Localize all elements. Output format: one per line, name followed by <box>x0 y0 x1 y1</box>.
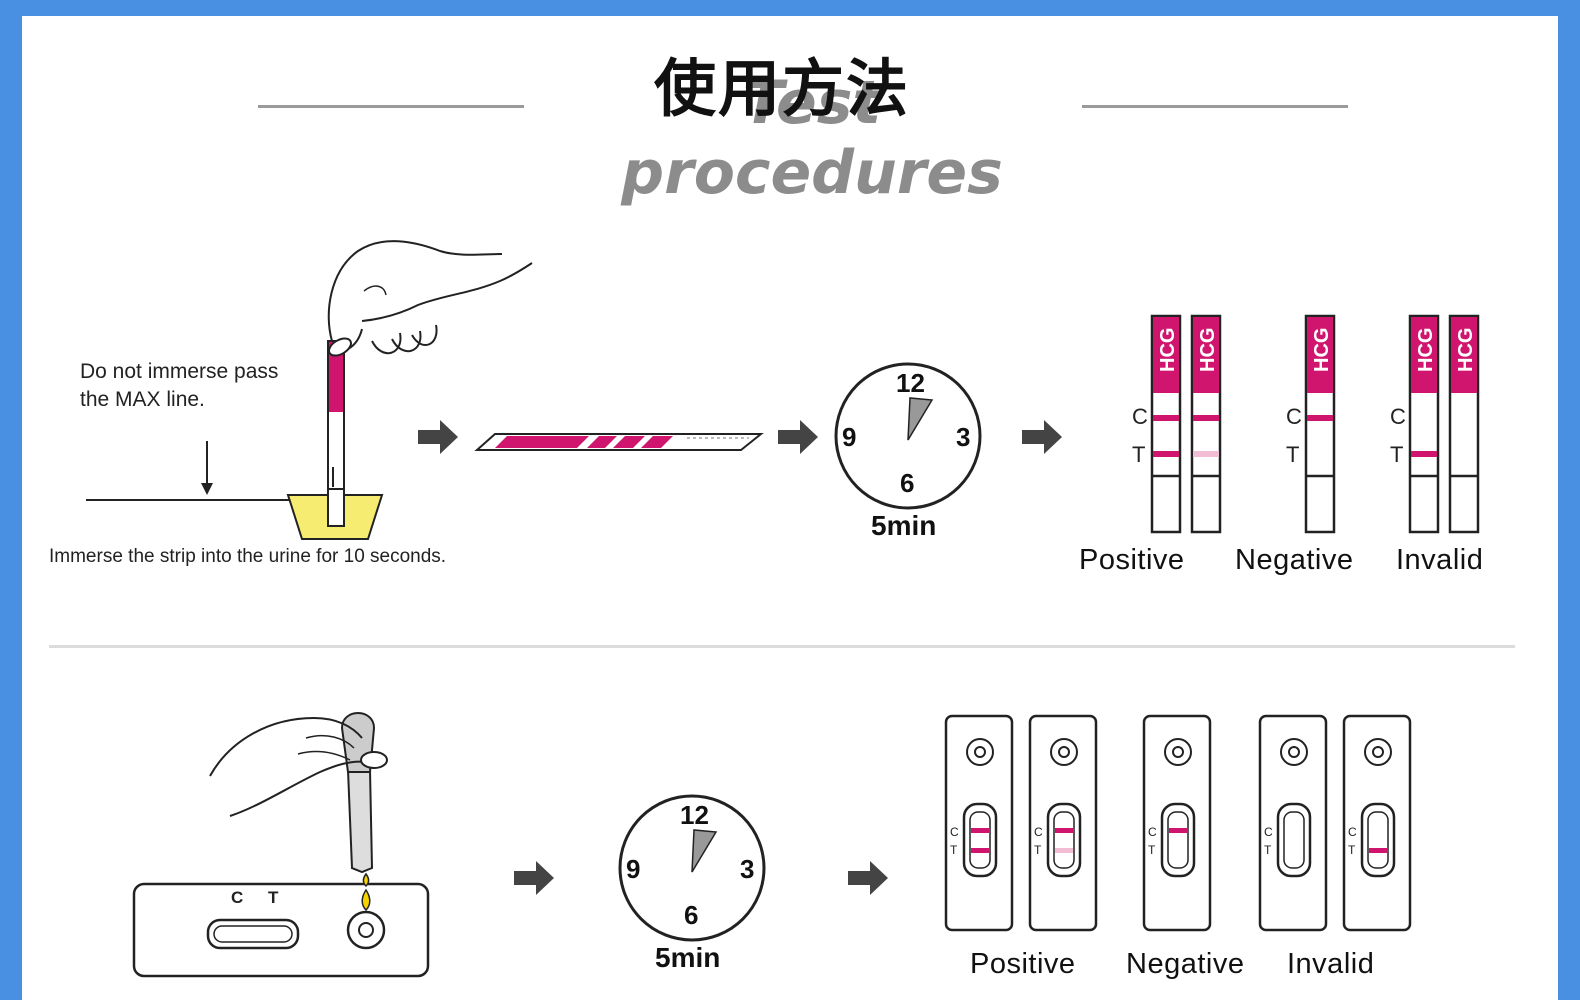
warning-note: Do not immerse pass the MAX line. <box>80 358 278 414</box>
clock-num-3: 3 <box>740 854 754 884</box>
result-label-invalid: Invalid <box>1287 948 1375 980</box>
clock-num-9: 9 <box>842 422 856 452</box>
cassette-invalid-1 <box>1258 714 1328 932</box>
cassette-positive-2 <box>1028 714 1098 932</box>
line-label-t: T <box>1286 442 1300 467</box>
result-label-negative: Negative <box>1235 544 1354 576</box>
dip-strip-illustration <box>86 240 533 540</box>
strip-label-hcg: HCG <box>1455 328 1477 372</box>
dropper-cassette-illustration <box>132 712 430 978</box>
window-label-t: T <box>268 888 279 907</box>
clock-num-3: 3 <box>956 422 970 452</box>
section-divider <box>49 645 1515 648</box>
timer-clock-icon: 12 3 6 9 <box>618 794 766 942</box>
strip-label-hcg: HCG <box>1311 328 1333 372</box>
immerse-instruction: Immerse the strip into the urine for 10 … <box>49 546 447 567</box>
clock-num-9: 9 <box>626 854 640 884</box>
arrow-right-icon <box>848 861 888 895</box>
header-rule-right <box>1082 105 1348 108</box>
result-label-invalid: Invalid <box>1396 544 1484 576</box>
strip-label-hcg: HCG <box>1197 328 1219 372</box>
timer-clock-icon: 12 3 6 9 <box>834 362 982 510</box>
warning-line-2: the MAX line. <box>80 388 205 411</box>
clock-num-6: 6 <box>684 900 698 930</box>
cassette-positive-1 <box>944 714 1014 932</box>
procedure-panel: Test procedures 使用方法 Do not immerse pass… <box>22 16 1558 1000</box>
title-chinese: 使用方法 <box>653 52 910 125</box>
clock-num-12: 12 <box>896 368 925 398</box>
result-label-positive: Positive <box>1079 544 1185 576</box>
flat-strip-illustration <box>474 433 764 451</box>
clock-num-6: 6 <box>900 468 914 498</box>
window-label-c: C <box>231 888 244 907</box>
wait-time-label: 5min <box>871 510 937 541</box>
result-label-positive: Positive <box>970 948 1076 980</box>
line-label-c: C <box>1132 404 1148 429</box>
header-rule-left <box>258 105 524 108</box>
line-label-c: C <box>1390 404 1406 429</box>
strip-positive-1 <box>1150 314 1182 534</box>
strip-positive-2 <box>1190 314 1222 534</box>
arrow-right-icon <box>778 420 818 454</box>
warning-line-1: Do not immerse pass <box>80 360 279 383</box>
line-label-c: C <box>1286 404 1302 429</box>
arrow-right-icon <box>418 420 458 454</box>
line-label-t: T <box>1390 442 1404 467</box>
cassette-invalid-2 <box>1342 714 1412 932</box>
result-cassettes: C T <box>944 714 1412 932</box>
wait-time-label: 5min <box>655 942 721 973</box>
strip-label-hcg: HCG <box>1415 328 1437 372</box>
strip-invalid-1 <box>1408 314 1440 534</box>
strip-invalid-2 <box>1448 314 1480 534</box>
arrow-right-icon <box>514 861 554 895</box>
strip-negative <box>1304 314 1336 534</box>
clock-num-12: 12 <box>680 800 709 830</box>
cassette-negative <box>1142 714 1212 932</box>
strip-label-hcg: HCG <box>1157 328 1179 372</box>
title-english: Test procedures <box>621 68 1003 208</box>
result-strips: HCG HCG HCG HCG HCG <box>1150 314 1480 534</box>
arrow-right-icon <box>1022 420 1062 454</box>
line-label-t: T <box>1132 442 1146 467</box>
result-label-negative: Negative <box>1126 948 1245 980</box>
